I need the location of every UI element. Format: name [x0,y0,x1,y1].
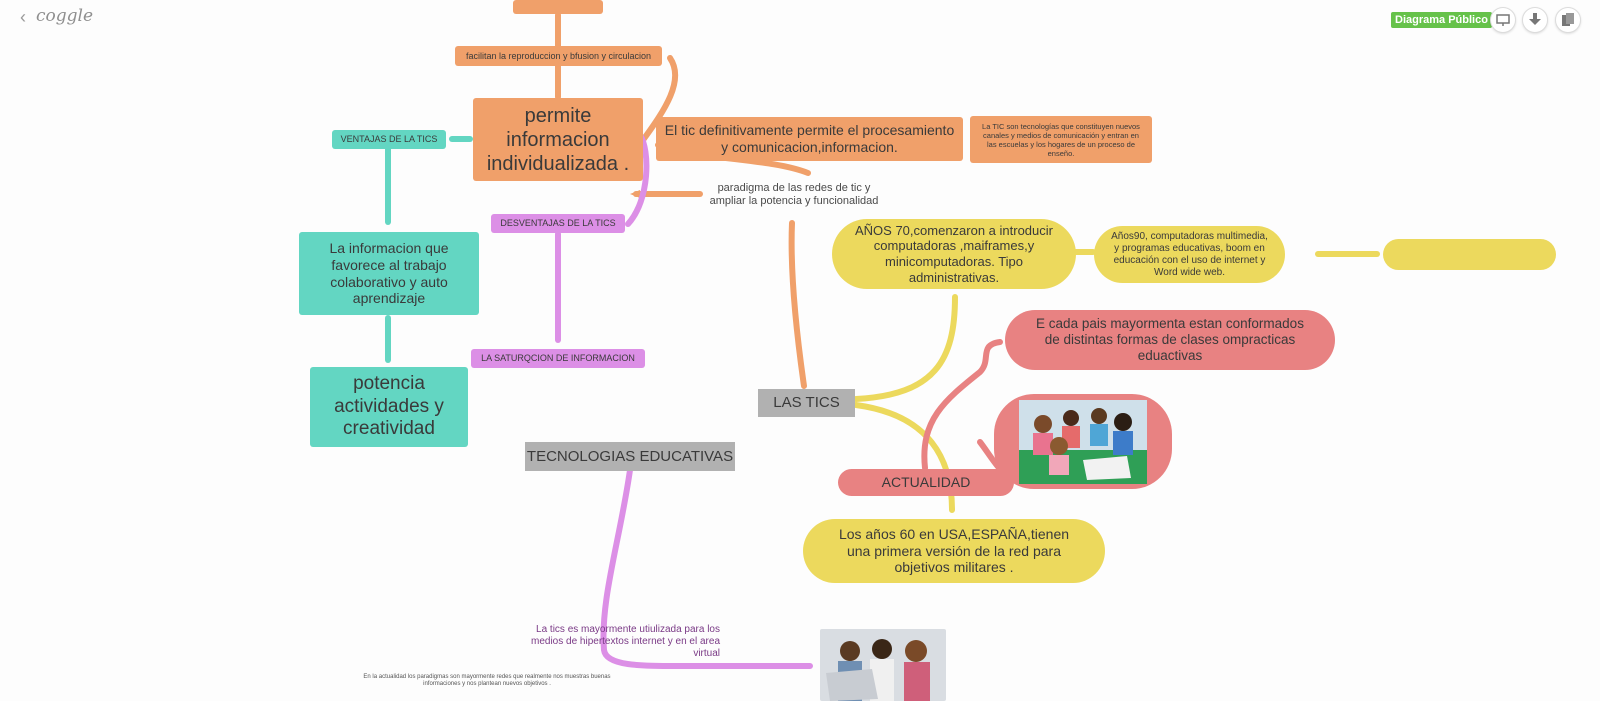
node-trabajo-colaborativo[interactable]: La informacion que favorece al trabajo c… [299,232,479,315]
branch-orange-center [788,220,807,389]
node-e-cada-pais[interactable]: E cada pais mayormenta estan conformados… [1005,310,1335,370]
node-anos-70[interactable]: AÑOS 70,comenzaron a introducir computad… [832,219,1076,289]
node-photo-frame[interactable] [994,394,1172,489]
download-icon [1529,13,1541,25]
presentation-button[interactable] [1490,7,1516,33]
node-bottom-photo[interactable] [820,629,946,701]
node-desventajas[interactable]: DESVENTAJAS DE LA TICS [491,214,625,233]
branch-orange-to-permite [640,55,679,143]
node-potencia[interactable]: potencia actividades y creatividad [310,367,468,447]
arrow-orange-left [630,190,640,198]
node-ventajas[interactable]: VENTAJAS DE LA TICS [332,130,446,149]
node-permite[interactable]: permite informacion individualizada . [473,98,643,181]
node-top-orange[interactable] [513,0,603,14]
node-actualidad[interactable]: ACTUALIDAD [838,469,1014,496]
children-laptop-image [820,629,946,701]
branch-red-e-cada [921,339,1003,471]
node-la-tics-uso[interactable]: La tics es mayormente utiulizada para lo… [531,624,720,659]
node-el-tic[interactable]: El tic definitivamente permite el proces… [656,117,963,161]
children-laptops-image [1019,399,1147,484]
node-tecnologias-educativas[interactable]: TECNOLOGIAS EDUCATIVAS [525,442,735,471]
presentation-icon [1496,14,1510,26]
node-anos-90[interactable]: Años90, computadoras multimedia, y progr… [1094,226,1285,283]
node-en-la-actualidad[interactable]: En la actualidad los paradigmas son mayo… [363,673,611,687]
node-saturacion[interactable]: LA SATURQCION DE INFORMACION [471,349,645,368]
coggle-logo[interactable]: coggle [36,6,94,26]
branch-purple-tecnologias [600,467,813,669]
node-las-tics[interactable]: LAS TICS [758,389,855,417]
branch-yellow-70 [853,294,958,402]
node-facilitan[interactable]: facilitan la reproduccion y bfusion y ci… [455,46,662,66]
copy-icon [1562,13,1574,26]
node-la-tic-definicion[interactable]: La TIC son tecnologías que constituyen n… [970,116,1152,163]
download-button[interactable] [1522,7,1548,33]
copy-button[interactable] [1555,7,1581,33]
node-anos-60[interactable]: Los años 60 en USA,ESPAÑA,tienen una pri… [803,519,1105,583]
node-yellow-empty[interactable] [1383,239,1556,270]
node-paradigma[interactable]: paradigma de las redes de tic y ampliar … [709,181,879,207]
back-icon[interactable]: ‹ [20,7,26,27]
public-diagram-badge[interactable]: Diagrama Público [1391,12,1492,28]
